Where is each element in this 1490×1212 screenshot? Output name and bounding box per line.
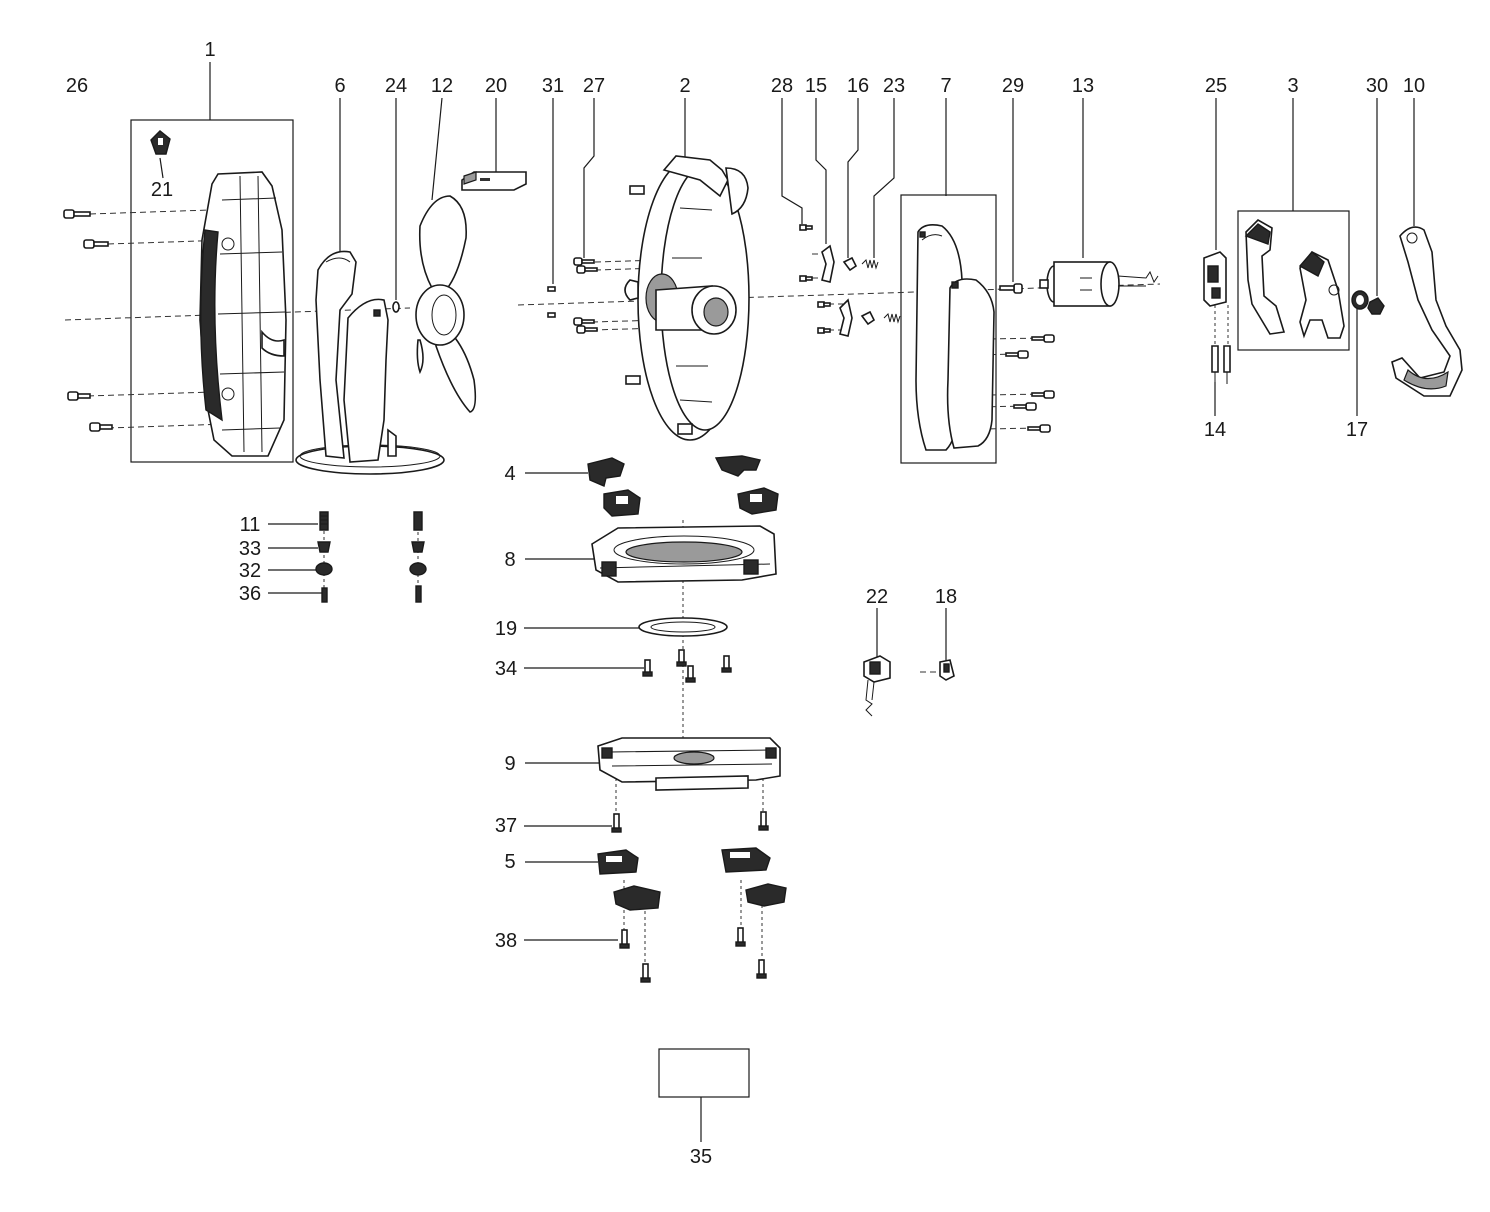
part-38-screws bbox=[619, 927, 767, 983]
group-box-7 bbox=[900, 194, 997, 464]
part-1-front-grille bbox=[199, 171, 287, 457]
callout-labels: 1 26 21 6 24 12 20 31 27 2 28 15 16 23 7… bbox=[66, 39, 1425, 1168]
callout-24: 24 bbox=[385, 75, 407, 97]
part-30-nut bbox=[1367, 297, 1385, 315]
callout-16: 16 bbox=[847, 75, 869, 97]
callout-1: 1 bbox=[204, 39, 215, 61]
part-22-connector bbox=[863, 655, 891, 717]
part-36-pins bbox=[321, 585, 422, 603]
part-5-lower-clips bbox=[597, 847, 787, 911]
callout-17: 17 bbox=[1346, 419, 1368, 441]
part-2-rear-housing bbox=[624, 155, 750, 441]
group-box-3 bbox=[1237, 210, 1350, 351]
part-23-springs bbox=[861, 259, 901, 324]
callout-37: 37 bbox=[495, 815, 517, 837]
callout-18: 18 bbox=[935, 586, 957, 608]
part-9-bottom-plate bbox=[597, 737, 781, 791]
part-24-washer bbox=[392, 301, 400, 313]
group-box-1 bbox=[130, 119, 294, 463]
callout-22: 22 bbox=[866, 586, 888, 608]
callout-11: 11 bbox=[240, 514, 261, 536]
part-13-motor bbox=[1039, 261, 1159, 307]
callout-9: 9 bbox=[504, 753, 515, 775]
part-28-screws bbox=[799, 224, 831, 334]
part-29-screw bbox=[999, 283, 1023, 294]
part-32-rollers bbox=[315, 562, 427, 576]
callout-36: 36 bbox=[239, 583, 261, 605]
part-33-caps bbox=[317, 541, 425, 553]
part-3-handle-halves bbox=[1244, 219, 1345, 339]
part-4-feet-clips bbox=[587, 455, 779, 517]
callout-4: 4 bbox=[504, 463, 515, 485]
part-6-stand bbox=[295, 250, 445, 475]
callout-34: 34 bbox=[495, 658, 517, 680]
callout-33: 33 bbox=[239, 538, 261, 560]
part-31-screws bbox=[547, 286, 556, 318]
part-26-screws bbox=[63, 209, 113, 432]
callout-14: 14 bbox=[1204, 419, 1226, 441]
part-10-carry-handle bbox=[1391, 226, 1463, 397]
part-37-screws bbox=[611, 811, 769, 833]
part-14-terminals bbox=[1211, 345, 1231, 384]
callout-6: 6 bbox=[334, 75, 345, 97]
callout-21: 21 bbox=[151, 179, 173, 201]
part-25-switch bbox=[1203, 251, 1227, 307]
group-box-35 bbox=[658, 1048, 750, 1098]
callout-8: 8 bbox=[504, 549, 515, 571]
part-7-side-housing bbox=[915, 224, 995, 451]
callout-19: 19 bbox=[495, 618, 517, 640]
callout-12: 12 bbox=[431, 75, 453, 97]
callout-30: 30 bbox=[1366, 75, 1388, 97]
part-12-fan-blade bbox=[415, 195, 477, 413]
part-21-clip bbox=[150, 130, 171, 155]
callout-13: 13 bbox=[1072, 75, 1094, 97]
callout-2: 2 bbox=[679, 75, 690, 97]
callout-31: 31 bbox=[542, 75, 564, 97]
part-18-clip bbox=[939, 659, 955, 681]
part-19-gasket bbox=[638, 617, 728, 637]
part-15-brackets bbox=[821, 244, 853, 337]
part-11-springs bbox=[319, 511, 423, 531]
callout-15: 15 bbox=[805, 75, 827, 97]
callout-23: 23 bbox=[883, 75, 905, 97]
callout-26: 26 bbox=[66, 75, 88, 97]
callout-7: 7 bbox=[940, 75, 951, 97]
callout-27: 27 bbox=[583, 75, 605, 97]
part-17-ring bbox=[1351, 290, 1369, 310]
part-20-pcb bbox=[461, 171, 527, 191]
callout-32: 32 bbox=[239, 560, 261, 582]
callout-35: 35 bbox=[690, 1146, 712, 1168]
callout-10: 10 bbox=[1403, 75, 1425, 97]
callout-29: 29 bbox=[1002, 75, 1024, 97]
callout-5: 5 bbox=[504, 851, 515, 873]
part-27-screws bbox=[573, 257, 598, 334]
callout-25: 25 bbox=[1205, 75, 1227, 97]
callout-20: 20 bbox=[485, 75, 507, 97]
part-8-base-plate bbox=[591, 525, 777, 583]
leader-lines bbox=[159, 62, 1415, 1142]
callout-3: 3 bbox=[1287, 75, 1298, 97]
part-34-screws bbox=[642, 649, 732, 683]
callout-28: 28 bbox=[771, 75, 793, 97]
part-16-knobs bbox=[842, 256, 876, 326]
callout-38: 38 bbox=[495, 930, 517, 952]
part-7-screws bbox=[1005, 334, 1055, 433]
